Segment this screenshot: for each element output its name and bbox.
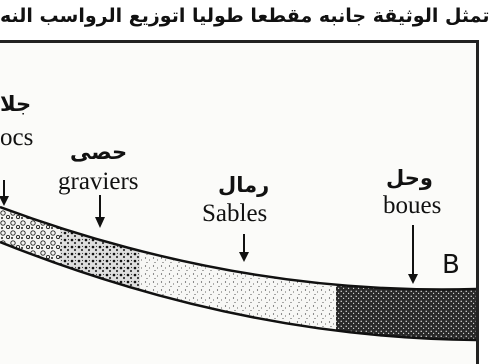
label-blocs-fr: ocs — [0, 124, 34, 151]
arrow-graviers — [95, 195, 105, 228]
arrow-boues — [408, 225, 418, 284]
label-boues-fr: boues — [383, 192, 442, 219]
point-label-b: B — [442, 250, 460, 280]
arrow-blocs — [0, 180, 9, 206]
riverbed-top-line — [0, 205, 477, 291]
document-caption: تمثل الوثيقة جانبه مقطعا طوليا اتوزيع ال… — [0, 0, 492, 32]
arrow-sables — [239, 234, 249, 262]
blocs-zone — [0, 207, 60, 340]
label-boues-ar: وحل — [386, 166, 433, 190]
label-sables-ar: رمال — [218, 173, 270, 197]
label-blocs-ar: جلا — [0, 92, 32, 116]
riverbed-bottom-line — [0, 240, 477, 342]
label-sables-fr: Sables — [202, 200, 268, 227]
label-graviers-ar: حصى — [70, 140, 128, 164]
label-graviers-fr: graviers — [58, 168, 139, 195]
